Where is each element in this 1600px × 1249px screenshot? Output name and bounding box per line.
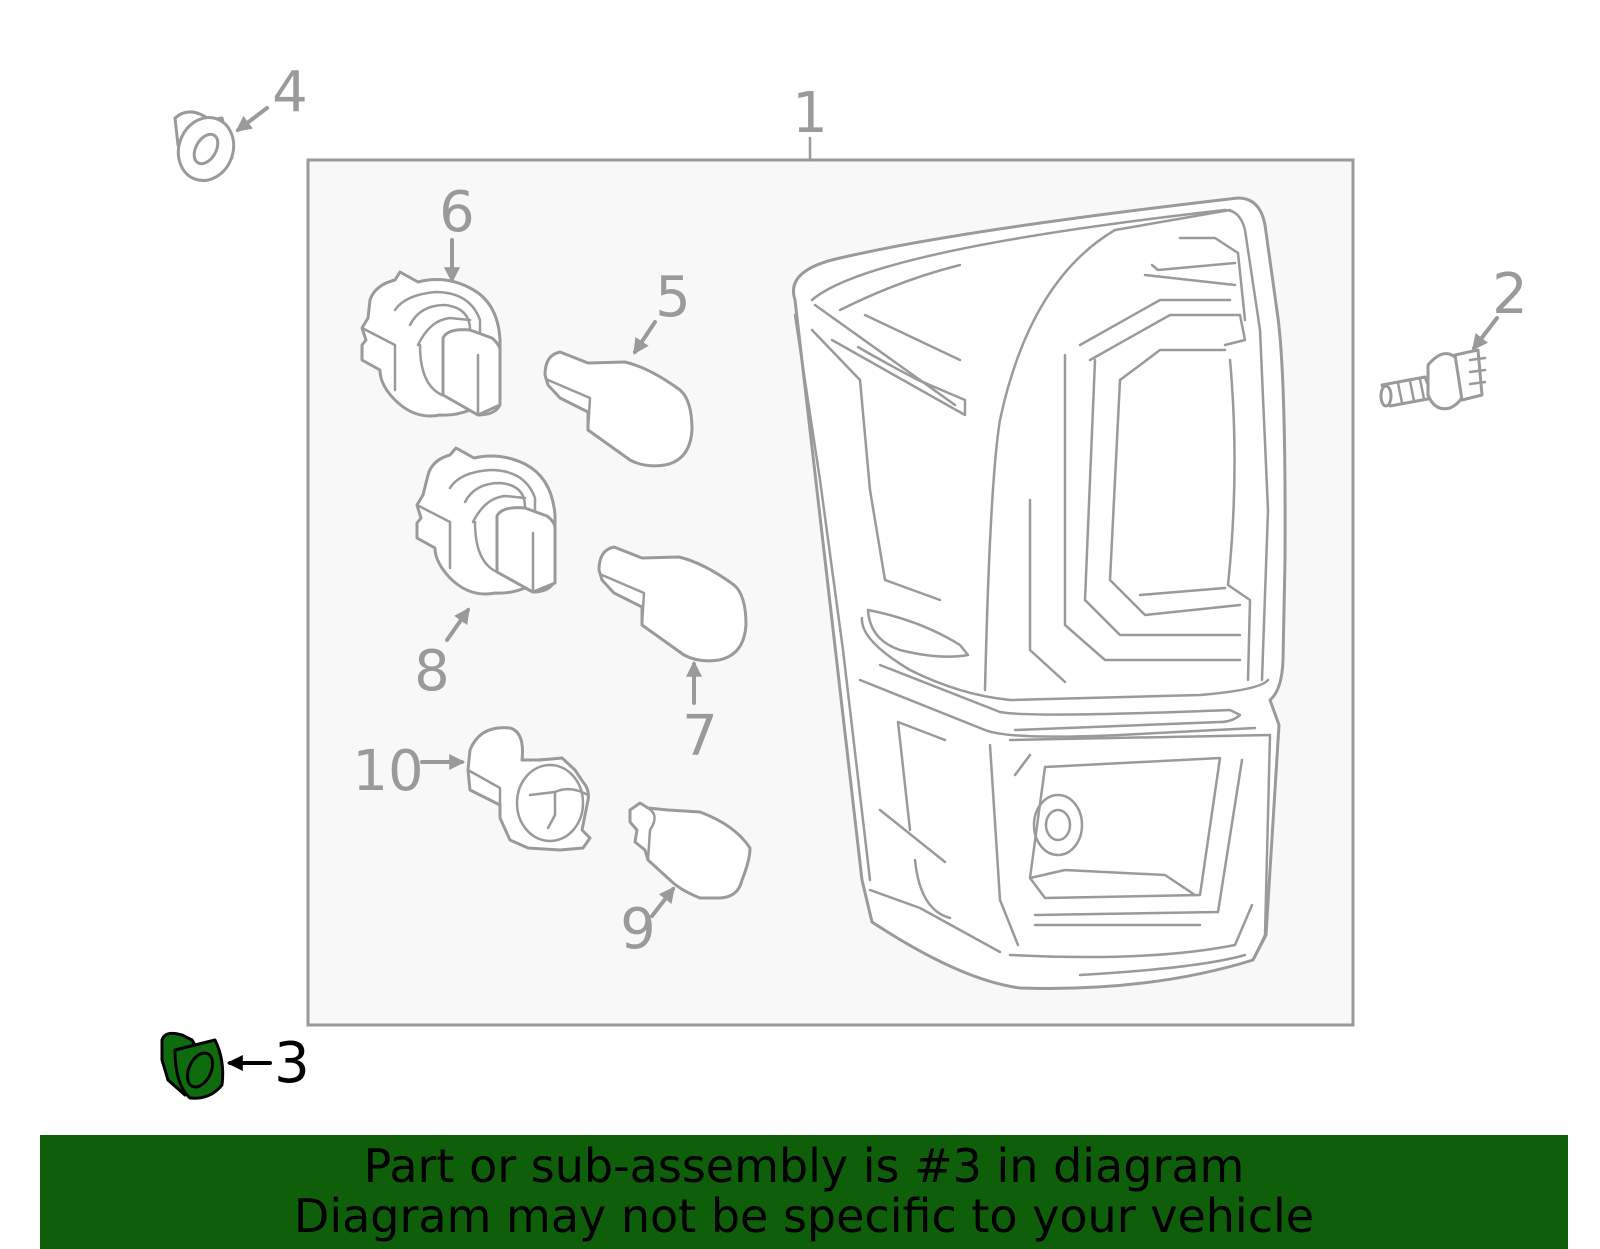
callout-6: 6 [439, 180, 475, 245]
callout-10: 10 [352, 739, 423, 804]
callout-2: 2 [1492, 262, 1528, 327]
callout-4: 4 [272, 60, 308, 125]
arrow-9 [650, 886, 675, 918]
clip-part-4 [173, 110, 236, 182]
callout-3[interactable]: 3 [274, 1031, 310, 1096]
socket-part-6 [360, 270, 502, 418]
screw-part-2 [1379, 348, 1487, 411]
tail-lamp-housing [792, 196, 1287, 990]
callout-8: 8 [414, 639, 450, 704]
banner-line-1: Part or sub-assembly is #3 in diagram [363, 1139, 1245, 1193]
clip-part-3-highlighted [160, 1031, 225, 1100]
bulb-part-7 [597, 545, 748, 663]
bulb-part-9 [628, 801, 752, 900]
arrow-2 [1472, 316, 1499, 351]
bulb-part-5 [543, 350, 694, 468]
info-banner: Part or sub-assembly is #3 in diagram Di… [40, 1135, 1568, 1249]
arrow-8 [445, 607, 470, 642]
socket-part-10 [466, 726, 592, 852]
callout-7: 7 [682, 704, 718, 769]
callout-5: 5 [655, 265, 691, 330]
callout-9: 9 [620, 897, 656, 962]
banner-line-2: Diagram may not be specific to your vehi… [293, 1189, 1315, 1243]
arrow-4 [235, 106, 269, 132]
socket-part-8 [415, 446, 557, 596]
arrow-5 [633, 320, 657, 355]
callout-1: 1 [792, 81, 828, 146]
